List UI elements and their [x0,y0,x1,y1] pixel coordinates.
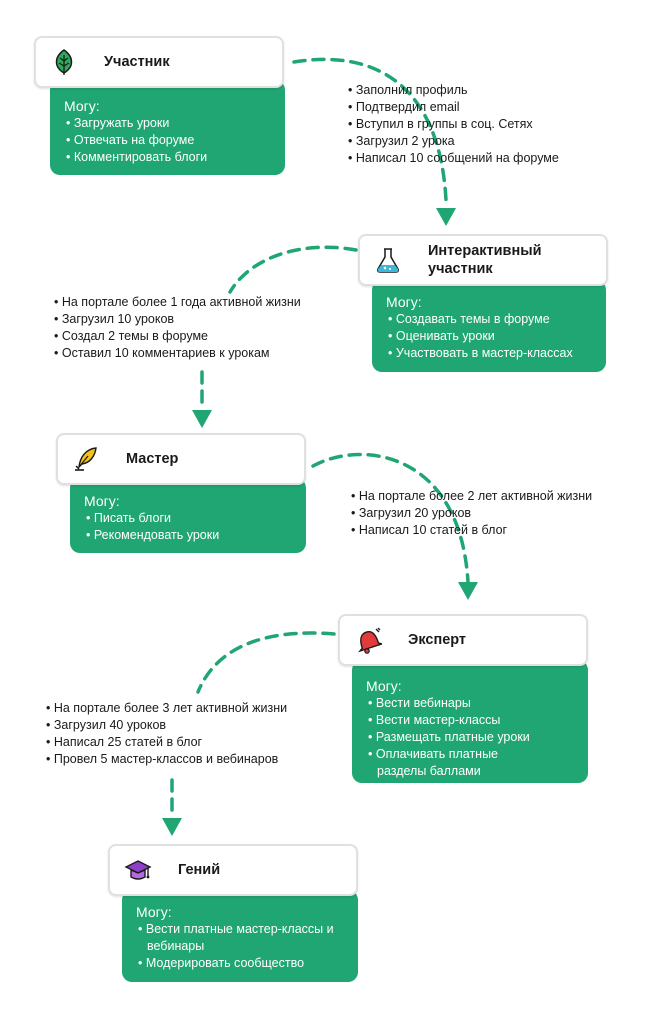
abilities-list: Загружать уроки Отвечать на форуме Комме… [64,115,273,166]
requirement-item: Вступил в группы в соц. Сетях [346,116,559,133]
level-card-interactive: Интерактивный участник [358,234,608,286]
requirements-list-2: На портале более 1 года активной жизни З… [52,294,301,362]
requirement-item: Написал 25 статей в блог [44,734,287,751]
level-title: Эксперт [408,632,467,648]
requirement-item: Подтвердил email [346,99,559,116]
abilities-box-genius: Могу: Вести платные мастер-классы и веби… [122,890,358,982]
ability-item: Размещать платные уроки [366,729,576,746]
level-card-genius: Гений [108,844,358,896]
level-title: Участник [104,54,170,70]
abilities-list: Писать блоги Рекомендовать уроки [84,510,294,544]
level-title: Мастер [126,451,179,467]
requirement-item: Заполнил профиль [346,82,559,99]
ability-item: Загружать уроки [64,115,273,132]
can-label: Могу: [386,294,422,310]
ability-item: Рекомендовать уроки [84,527,294,544]
can-label: Могу: [84,493,120,509]
abilities-box-participant: Могу: Загружать уроки Отвечать на форуме… [50,80,285,175]
abilities-list: Создавать темы в форуме Оценивать уроки … [386,311,594,362]
level-title: Гений [178,862,221,878]
arrowhead-1 [436,208,456,226]
requirement-item: Загрузил 10 уроков [52,311,301,328]
ability-item: Комментировать блоги [64,149,273,166]
level-title: Интерактивный участник [428,243,542,277]
requirements-list-1: Заполнил профиль Подтвердил email Вступи… [346,82,559,167]
can-label: Могу: [64,98,100,114]
requirement-item: Провел 5 мастер-классов и вебинаров [44,751,287,768]
level-card-participant: Участник [34,36,284,88]
quill-icon [75,447,97,471]
can-label: Могу: [136,904,172,920]
ability-item: Отвечать на форуме [64,132,273,149]
abilities-list: Вести вебинары Вести мастер-классы Разме… [366,695,576,780]
requirement-item: Загрузил 2 урока [346,133,559,150]
requirement-item: Загрузил 40 уроков [44,717,287,734]
ability-item: Оценивать уроки [386,328,594,345]
requirement-item: Написал 10 сообщений на форуме [346,150,559,167]
requirement-item: На портале более 2 лет активной жизни [349,488,592,505]
arrow-2 [228,245,358,294]
leaf-icon [55,49,73,75]
arrowhead-4 [458,582,478,600]
ability-item: Вести вебинары [366,695,576,712]
level-card-master: Мастер [56,433,306,485]
requirements-list-4: На портале более 3 лет активной жизни За… [44,700,287,768]
requirement-item: На портале более 3 лет активной жизни [44,700,287,717]
arrowhead-6 [162,818,182,836]
abilities-box-interactive: Могу: Создавать темы в форуме Оценивать … [372,280,606,372]
requirement-item: Оставил 10 комментариев к урокам [52,345,301,362]
abilities-box-master: Могу: Писать блоги Рекомендовать уроки [70,478,306,553]
ability-item: Участвовать в мастер-классах [386,345,594,362]
ability-item: Модерировать сообщество [136,955,346,972]
ability-item: Вести платные мастер-классы и вебинары [136,921,347,955]
requirement-item: Написал 10 статей в блог [349,522,592,539]
bell-icon [358,627,382,654]
requirements-list-3: На портале более 2 лет активной жизни За… [349,488,592,539]
requirement-item: Создал 2 темы в форуме [52,328,301,345]
ability-item: Создавать темы в форуме [386,311,594,328]
graduation-cap-icon [124,860,152,880]
level-card-expert: Эксперт [338,614,588,666]
ability-item: Писать блоги [84,510,294,527]
arrow-5 [196,631,336,694]
can-label: Могу: [366,678,402,694]
abilities-list: Вести платные мастер-классы и вебинары М… [136,921,346,972]
ability-item: Оплачивать платные разделы баллами [366,746,527,780]
flask-icon [377,248,399,273]
abilities-box-expert: Могу: Вести вебинары Вести мастер-классы… [352,660,588,783]
arrowhead-3 [192,410,212,428]
requirement-item: На портале более 1 года активной жизни [52,294,301,311]
requirement-item: Загрузил 20 уроков [349,505,592,522]
ability-item: Вести мастер-классы [366,712,576,729]
